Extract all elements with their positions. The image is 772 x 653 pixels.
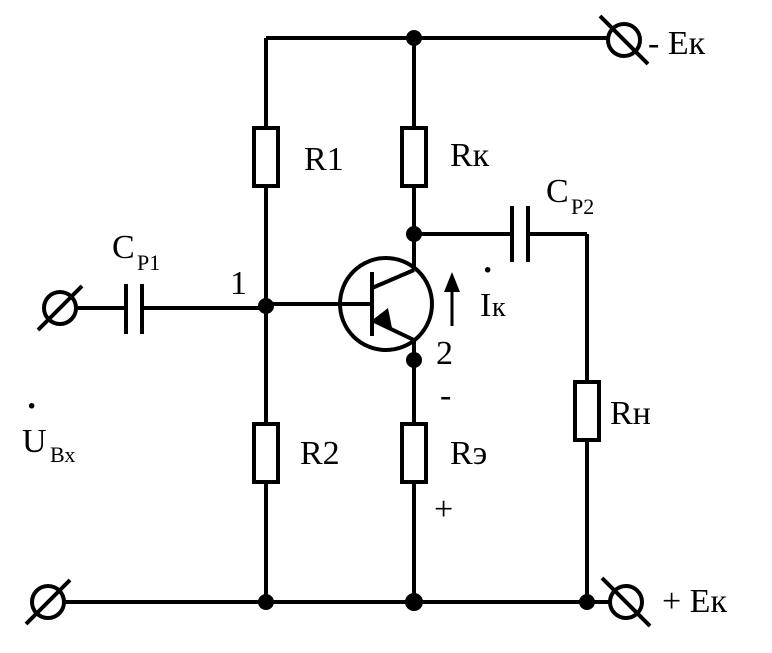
label-r1: R1 — [304, 141, 344, 178]
label-ek-positive: + Eк — [662, 583, 727, 620]
current-arrow — [444, 272, 460, 326]
label-cp2-subscript: P2 — [571, 194, 594, 219]
terminal-pos-supply — [600, 576, 652, 628]
label-re: Rэ — [450, 435, 487, 472]
transistor-collector-lead — [371, 268, 415, 290]
resistor-rn — [573, 380, 601, 442]
junction-collector — [406, 226, 422, 242]
terminal-ground — [24, 578, 72, 626]
terminals — [24, 14, 652, 628]
transistor — [338, 256, 434, 352]
label-ik: I — [480, 287, 491, 324]
junction-dots — [258, 30, 595, 611]
label-ek-negative: - Eк — [648, 25, 706, 62]
junction-bottom-right — [579, 594, 595, 610]
label-cp1: C — [112, 229, 135, 266]
transistor-emitter-arrow-icon — [370, 308, 392, 328]
label-uvx: U — [22, 423, 47, 460]
label-rn: Rн — [610, 395, 651, 432]
label-cp2: C — [546, 173, 569, 210]
label-node1: 1 — [230, 265, 247, 302]
resistor-re — [400, 422, 428, 484]
capacitors — [124, 206, 530, 334]
junction-top — [406, 30, 422, 46]
resistor-r1 — [252, 126, 280, 188]
label-uvx-subscript: Вх — [50, 442, 75, 467]
label-ik-dot: · — [482, 252, 493, 289]
label-node2: 2 — [436, 335, 453, 372]
terminal-input — [36, 284, 84, 332]
label-r2: R2 — [300, 435, 340, 472]
current-arrow-icon — [444, 272, 460, 292]
terminal-neg-supply — [598, 14, 650, 66]
label-polarity-minus: - — [440, 377, 451, 414]
junction-bottom-left — [258, 594, 274, 610]
label-polarity-plus: + — [434, 491, 453, 528]
labels: R1 Rк R2 Rэ Rн C P1 C P2 1 2 · I к · U В… — [22, 25, 727, 620]
junction-node1 — [258, 298, 274, 314]
label-ik-subscript: к — [492, 292, 506, 323]
junction-node2 — [406, 352, 422, 368]
label-cp1-subscript: P1 — [137, 250, 160, 275]
resistor-rk — [400, 126, 428, 188]
label-uvx-dot: · — [26, 388, 37, 425]
junction-bottom-mid — [405, 593, 423, 611]
label-rk: Rк — [450, 137, 490, 174]
transistor-envelope — [338, 256, 434, 352]
wires — [62, 36, 610, 604]
resistors — [252, 126, 601, 484]
resistor-r2 — [252, 422, 280, 484]
